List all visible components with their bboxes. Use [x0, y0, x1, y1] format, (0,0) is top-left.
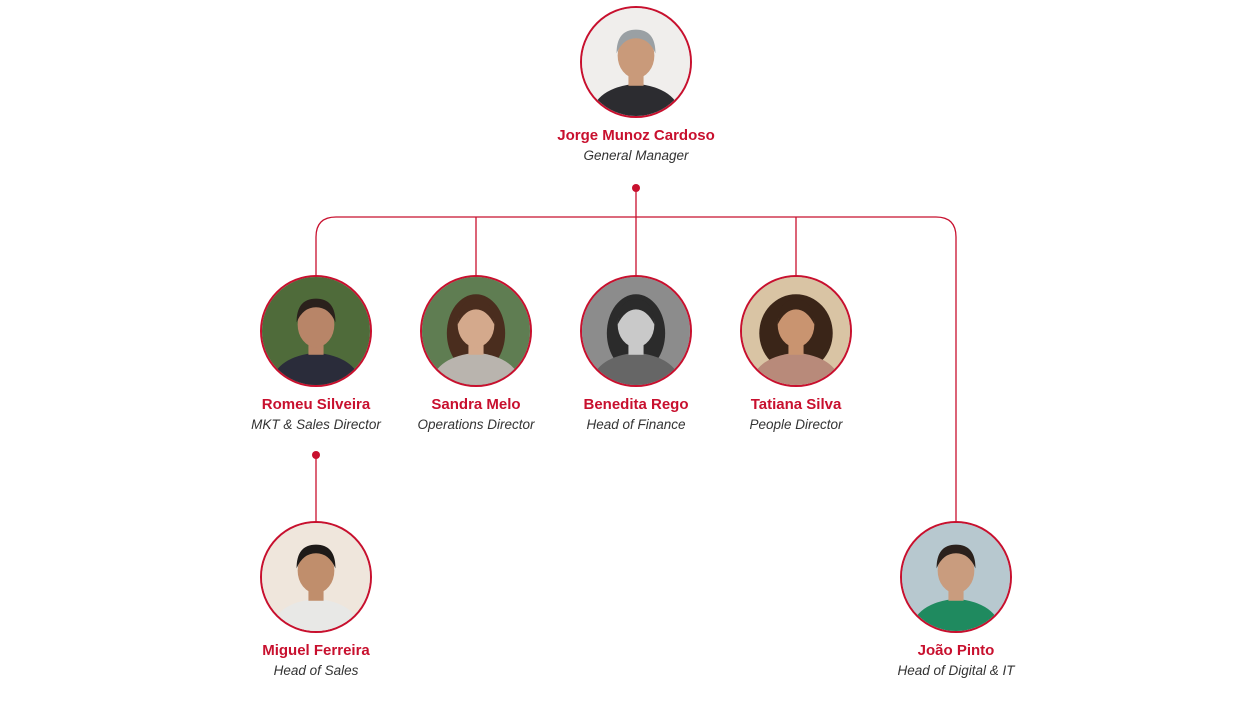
person-role: Operations Director: [417, 417, 535, 432]
person-photo: [582, 8, 690, 116]
avatar: [900, 521, 1012, 633]
avatar: [260, 275, 372, 387]
person-name: Benedita Rego: [583, 396, 689, 413]
person-name: Romeu Silveira: [261, 396, 371, 413]
person-card-sandra: Sandra Melo Operations Director: [366, 275, 586, 433]
person-photo: [742, 277, 850, 385]
person-name: Miguel Ferreira: [262, 642, 370, 659]
person-role: MKT & Sales Director: [251, 417, 381, 432]
person-photo: [422, 277, 530, 385]
person-card-benedita: Benedita Rego Head of Finance: [526, 275, 746, 433]
person-name: Tatiana Silva: [750, 396, 842, 413]
person-card-jorge: Jorge Munoz Cardoso General Manager: [526, 6, 746, 164]
avatar: [740, 275, 852, 387]
person-card-tatiana: Tatiana Silva People Director: [686, 275, 906, 433]
avatar: [260, 521, 372, 633]
connector-dot-gm: [632, 184, 640, 192]
person-role: Head of Digital & IT: [897, 663, 1015, 678]
person-role: General Manager: [583, 148, 689, 163]
person-name: Jorge Munoz Cardoso: [557, 127, 715, 144]
person-card-joao: João Pinto Head of Digital & IT: [846, 521, 1066, 679]
person-card-romeu: Romeu Silveira MKT & Sales Director: [206, 275, 426, 433]
avatar: [420, 275, 532, 387]
avatar: [580, 275, 692, 387]
person-photo: [262, 523, 370, 631]
person-photo: [262, 277, 370, 385]
person-photo: [582, 277, 690, 385]
person-role: People Director: [749, 417, 843, 432]
person-card-miguel: Miguel Ferreira Head of Sales: [206, 521, 426, 679]
person-role: Head of Sales: [273, 663, 359, 678]
person-name: João Pinto: [917, 642, 995, 659]
person-photo: [902, 523, 1010, 631]
person-role: Head of Finance: [586, 417, 686, 432]
avatar: [580, 6, 692, 118]
connector-dot-romeu: [312, 451, 320, 459]
person-name: Sandra Melo: [431, 396, 521, 413]
